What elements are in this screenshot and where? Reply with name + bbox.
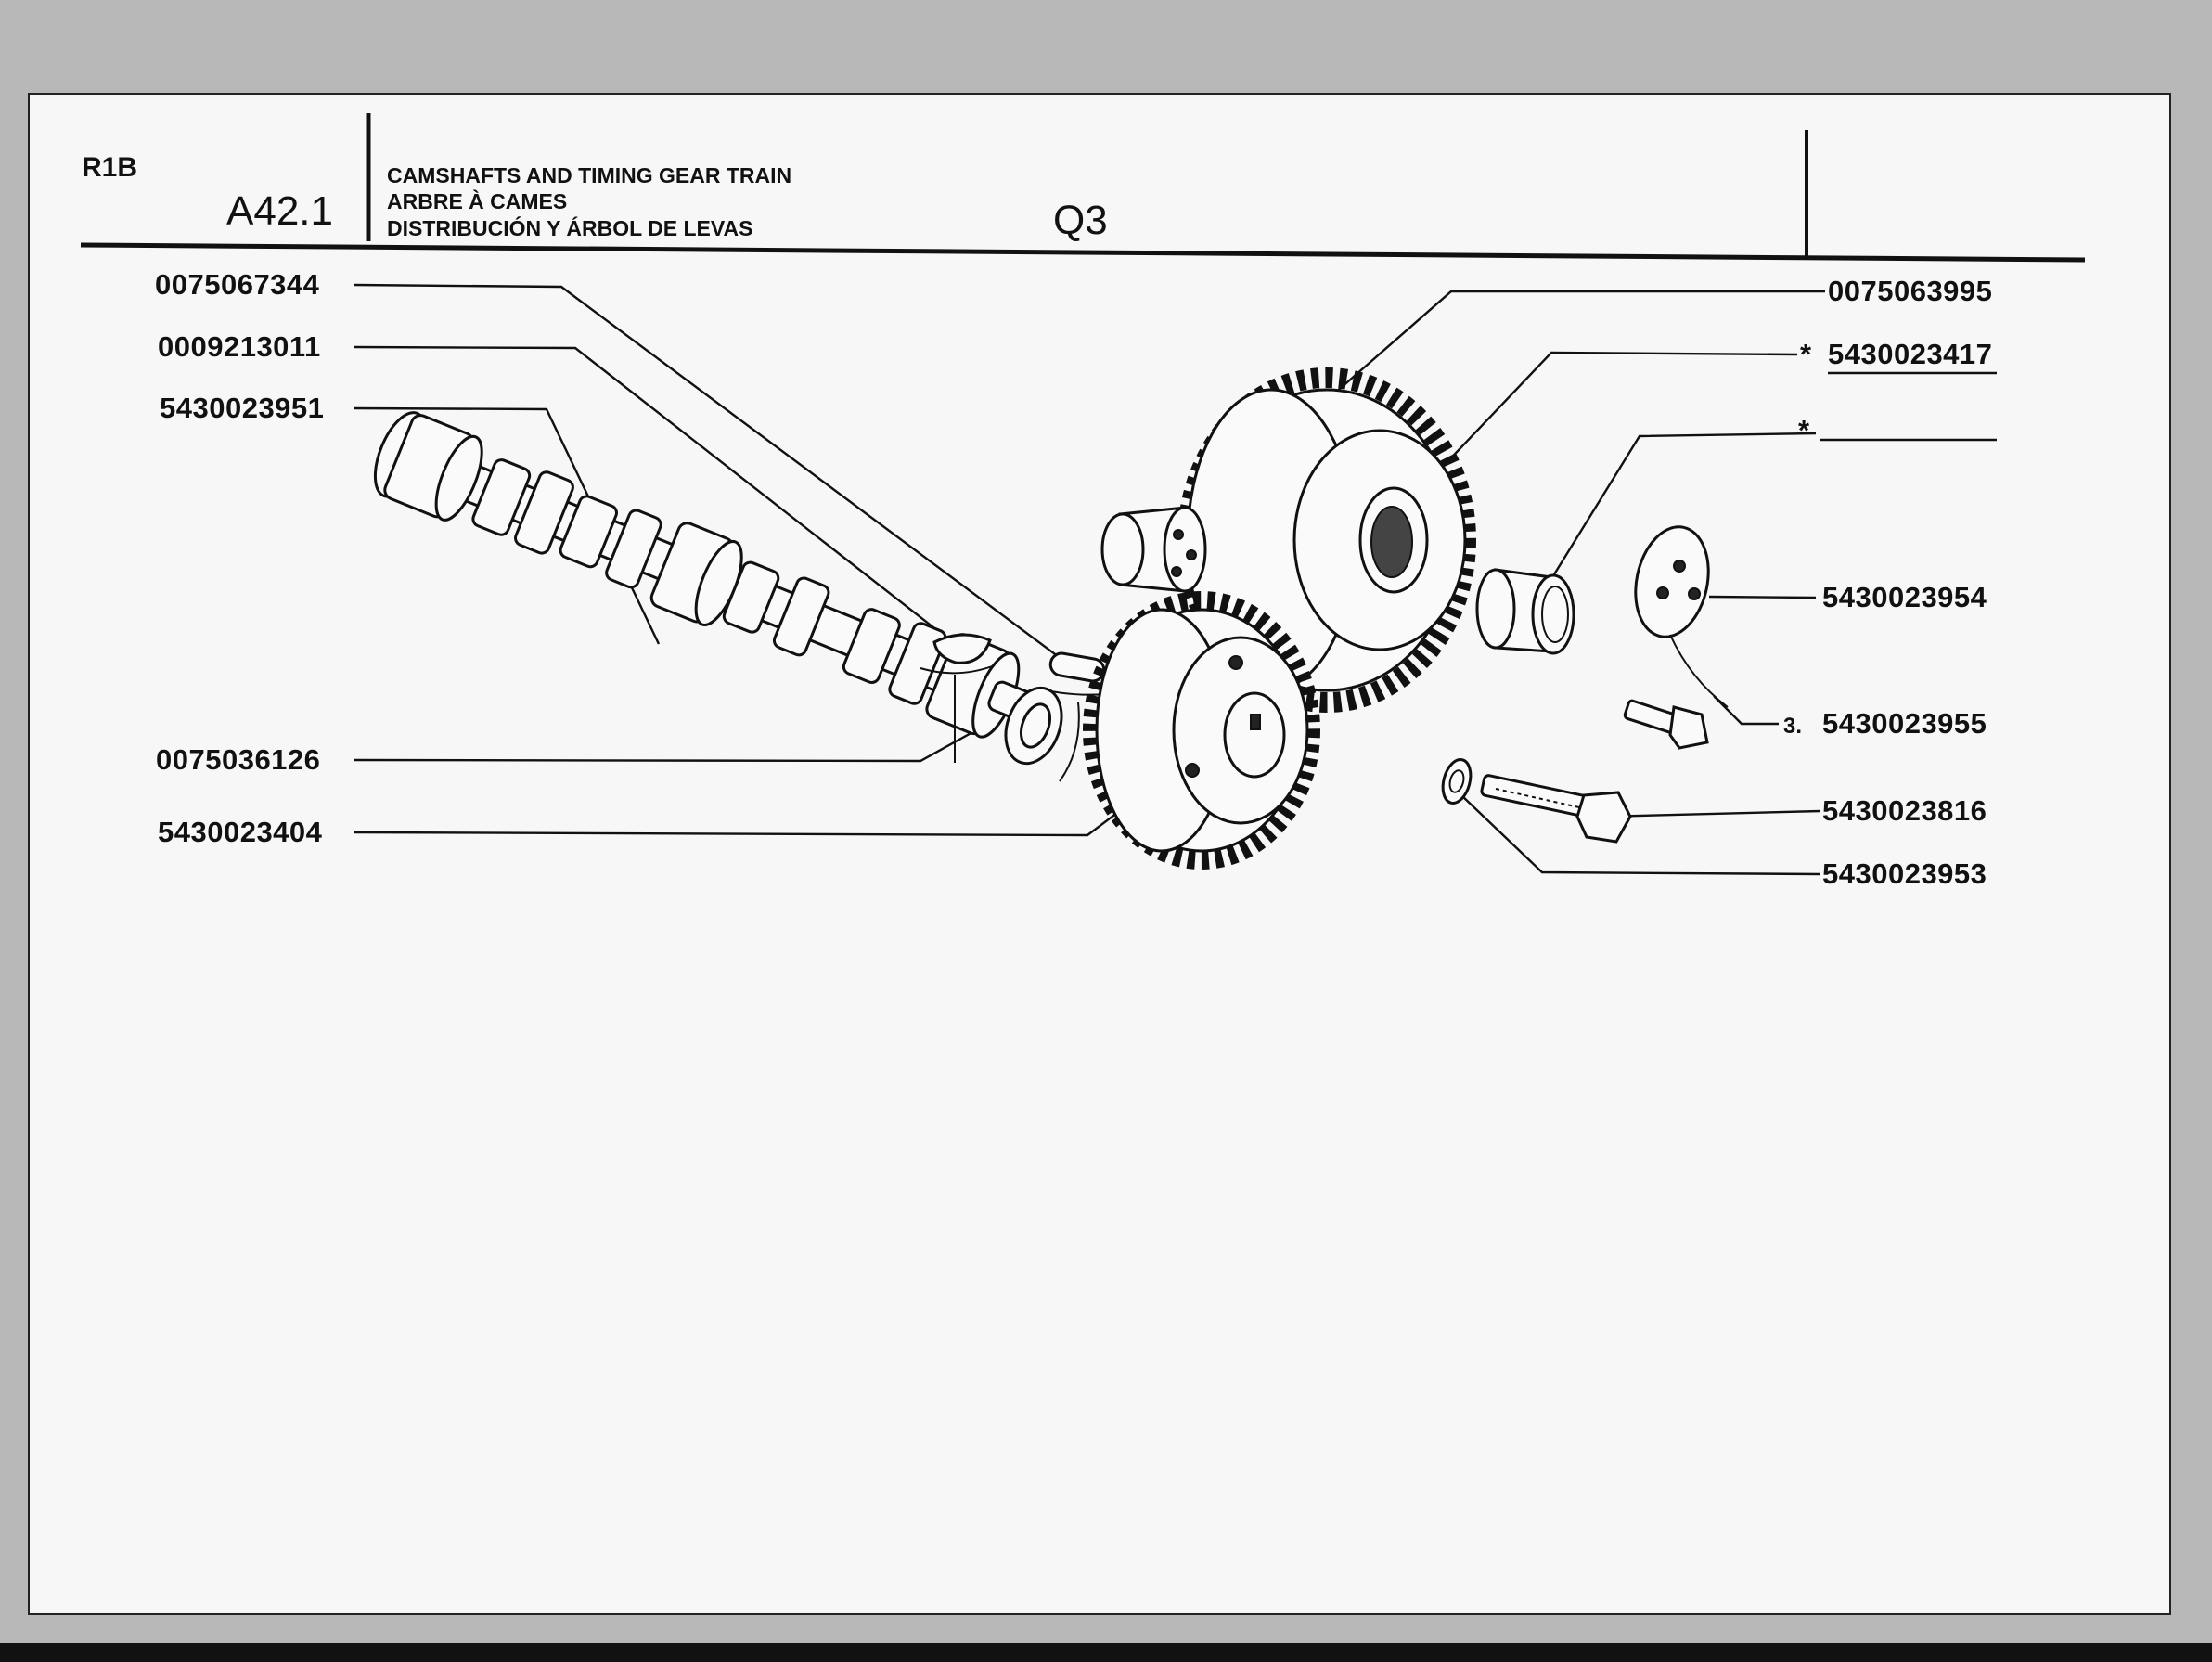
title-spanish: DISTRIBUCIÓN Y ÁRBOL DE LEVAS [387,215,752,240]
label-5430023954: 5430023954 [1822,581,1987,613]
exploded-parts-diagram: R1B A42.1 CAMSHAFTS AND TIMING GEAR TRAI… [80,113,2086,890]
label-0075063995: 0075063995 [1828,275,1992,307]
leader-lines [354,283,1825,876]
label-5430023404: 5430023404 [158,816,323,848]
part-number-labels: 0075067344 0009213011 5430023951 0075036… [155,268,1997,890]
asterisk-blank: * [1798,414,1810,446]
bush-illustration [1100,506,1207,593]
leader-0009213011 [354,345,956,645]
thrust-washer-illustration [1004,686,1063,766]
leader-5430023955 [1713,695,1779,726]
leader-5430023953 [1460,794,1821,876]
sleeve-bush-illustration [1475,568,1575,655]
leader-0075036126 [354,708,1014,763]
leader-5430023404 [354,779,1163,837]
parts-catalog-sheet: R1B A42.1 CAMSHAFTS AND TIMING GEAR TRAI… [28,93,2171,1615]
label-5430023955: 5430023955 [1822,707,1987,740]
asterisk-5430023417: * [1800,338,1812,370]
camshaft-illustration [373,411,1056,739]
scan-bottom-edge [0,1643,2212,1662]
label-0075067344: 0075067344 [155,268,320,301]
group-code: Q3 [1053,198,1108,243]
small-screw-illustration [1623,699,1709,750]
header-rule [80,242,2086,263]
woodruff-key-illustration [920,633,996,763]
leader-5430023816 [1601,809,1821,818]
label-5430023816: 5430023816 [1822,794,1987,827]
title-english: CAMSHAFTS AND TIMING GEAR TRAIN [387,163,791,187]
title-french: ARBRE À CAMES [387,188,567,213]
section-code: A42.1 [226,188,333,234]
lower-timing-gear-illustration [1083,591,1320,870]
sheet-header: R1B A42.1 CAMSHAFTS AND TIMING GEAR TRAI… [80,113,2086,263]
leader-blank [1545,432,1817,587]
label-0009213011: 0009213011 [158,330,321,363]
label-5430023953: 5430023953 [1822,857,1987,890]
washer-illustration [1441,758,1473,805]
plate-illustration [1634,525,1729,708]
label-0075036126: 0075036126 [156,743,320,776]
model-code: R1B [82,152,137,183]
label-5430023951: 5430023951 [160,392,324,424]
leader-5430023954 [1708,595,1817,599]
quantity-5430023955: 3. [1783,714,1802,739]
leader-0075067344 [354,283,1077,671]
label-5430023417: 5430023417 [1828,338,1992,370]
bolt-illustration [1480,774,1632,844]
